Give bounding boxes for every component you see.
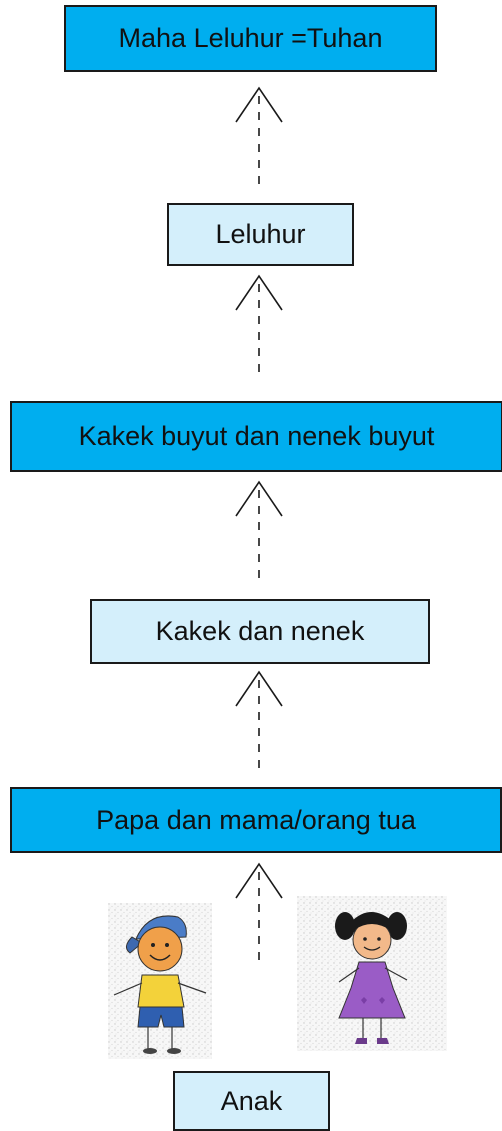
level-box-kakek-buyut: Kakek buyut dan nenek buyut xyxy=(10,401,502,472)
level-box-leluhur: Leluhur xyxy=(167,203,354,266)
level-label: Kakek dan nenek xyxy=(155,616,365,646)
up-arrow-icon xyxy=(235,480,283,586)
boy-drawing-icon xyxy=(108,903,212,1059)
up-arrow-icon xyxy=(235,862,283,966)
level-label: Maha Leluhur =Tuhan xyxy=(118,23,383,53)
level-label: Anak xyxy=(220,1085,283,1116)
up-arrow-icon xyxy=(235,670,283,776)
up-arrow-icon xyxy=(235,274,283,380)
level-box-papa-mama: Papa dan mama/orang tua xyxy=(10,787,502,853)
level-label: Leluhur xyxy=(215,219,306,249)
level-box-kakek-nenek: Kakek dan nenek xyxy=(90,599,430,664)
level-box-anak: Anak xyxy=(173,1071,330,1131)
up-arrow-icon xyxy=(235,86,283,190)
level-label: Papa dan mama/orang tua xyxy=(96,804,416,835)
level-label: Kakek buyut dan nenek buyut xyxy=(78,421,435,451)
level-box-maha-leluhur: Maha Leluhur =Tuhan xyxy=(64,5,437,72)
girl-drawing-icon xyxy=(297,896,447,1051)
